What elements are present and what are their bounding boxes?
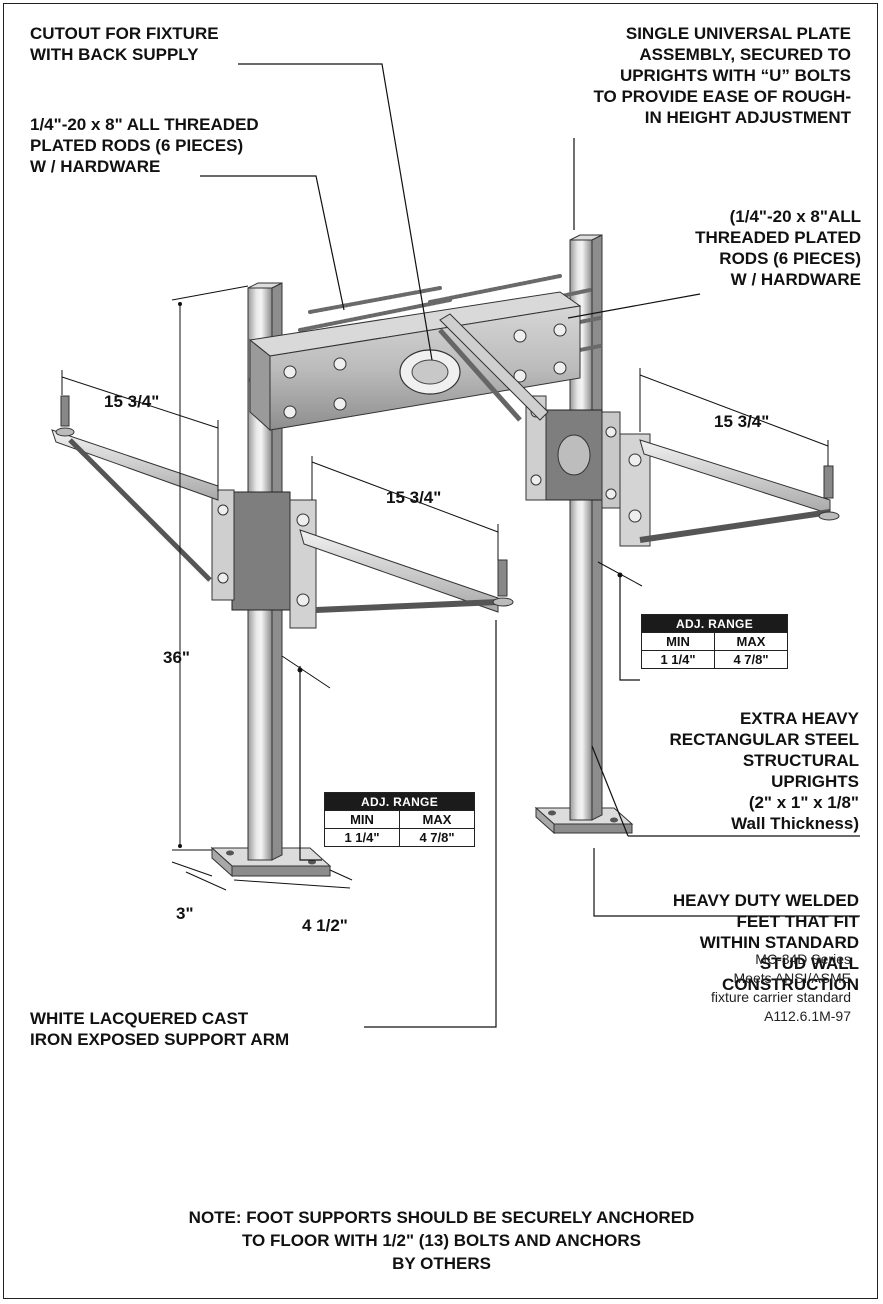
adj-max-label: MAX [714, 632, 788, 651]
dim-arm-left: 15 3/4" [104, 392, 160, 411]
adj-max-label: MAX [399, 810, 475, 829]
callout-rods-right: (1/4"-20 x 8"ALL THREADED PLATED RODS (6… [695, 207, 861, 289]
adj-min-value: 1 1/4" [641, 650, 715, 669]
front-support-arm [299, 529, 514, 613]
callout-rods-left: 1/4"-20 x 8" ALL THREADED PLATED RODS (6… [30, 115, 259, 176]
left-back-arm [51, 395, 219, 582]
right-arm [619, 433, 840, 547]
left-bracket [211, 489, 317, 629]
right-upright [569, 234, 603, 821]
dim-arm-middle: 15 3/4" [386, 488, 442, 507]
right-bracket [525, 395, 621, 509]
adj-min-label: MIN [324, 810, 400, 829]
dim-arm-right: 15 3/4" [714, 412, 770, 431]
dimension-lines [61, 285, 829, 891]
right-back-arm [438, 313, 549, 422]
adj-max-value: 4 7/8" [714, 650, 788, 669]
drawing-frame [3, 3, 878, 1299]
callout-uprights: EXTRA HEAVY RECTANGULAR STEEL STRUCTURAL… [669, 709, 859, 833]
dim-height: 36" [163, 648, 190, 667]
callout-cutout: CUTOUT FOR FIXTURE WITH BACK SUPPLY [30, 24, 219, 64]
callout-plate: SINGLE UNIVERSAL PLATE ASSEMBLY, SECURED… [593, 24, 851, 127]
callout-support-arm: WHITE LACQUERED CAST IRON EXPOSED SUPPOR… [30, 1009, 290, 1049]
adj-max-value: 4 7/8" [399, 828, 475, 847]
adj-min-label: MIN [641, 632, 715, 651]
callout-feet: HEAVY DUTY WELDED FEET THAT FIT WITHIN S… [672, 891, 859, 994]
leader-lines [200, 63, 860, 1028]
universal-plate [248, 291, 582, 432]
dim-foot-depth: 3" [176, 904, 194, 923]
series-info: MC-34D Series Meets ANSI/ASME fixture ca… [710, 951, 851, 1024]
adj-range-header: ADJ. RANGE [324, 792, 475, 811]
adj-range-header: ADJ. RANGE [641, 614, 788, 633]
adj-min-value: 1 1/4" [324, 828, 400, 847]
adj-range-table-right: ADJ. RANGE MIN MAX 1 1/4" 4 7/8" [641, 614, 788, 669]
dimension-arrows [178, 302, 623, 848]
note: NOTE: FOOT SUPPORTS SHOULD BE SECURELY A… [188, 1208, 695, 1273]
dim-foot-width: 4 1/2" [302, 916, 348, 935]
adj-range-table-left: ADJ. RANGE MIN MAX 1 1/4" 4 7/8" [324, 792, 475, 847]
